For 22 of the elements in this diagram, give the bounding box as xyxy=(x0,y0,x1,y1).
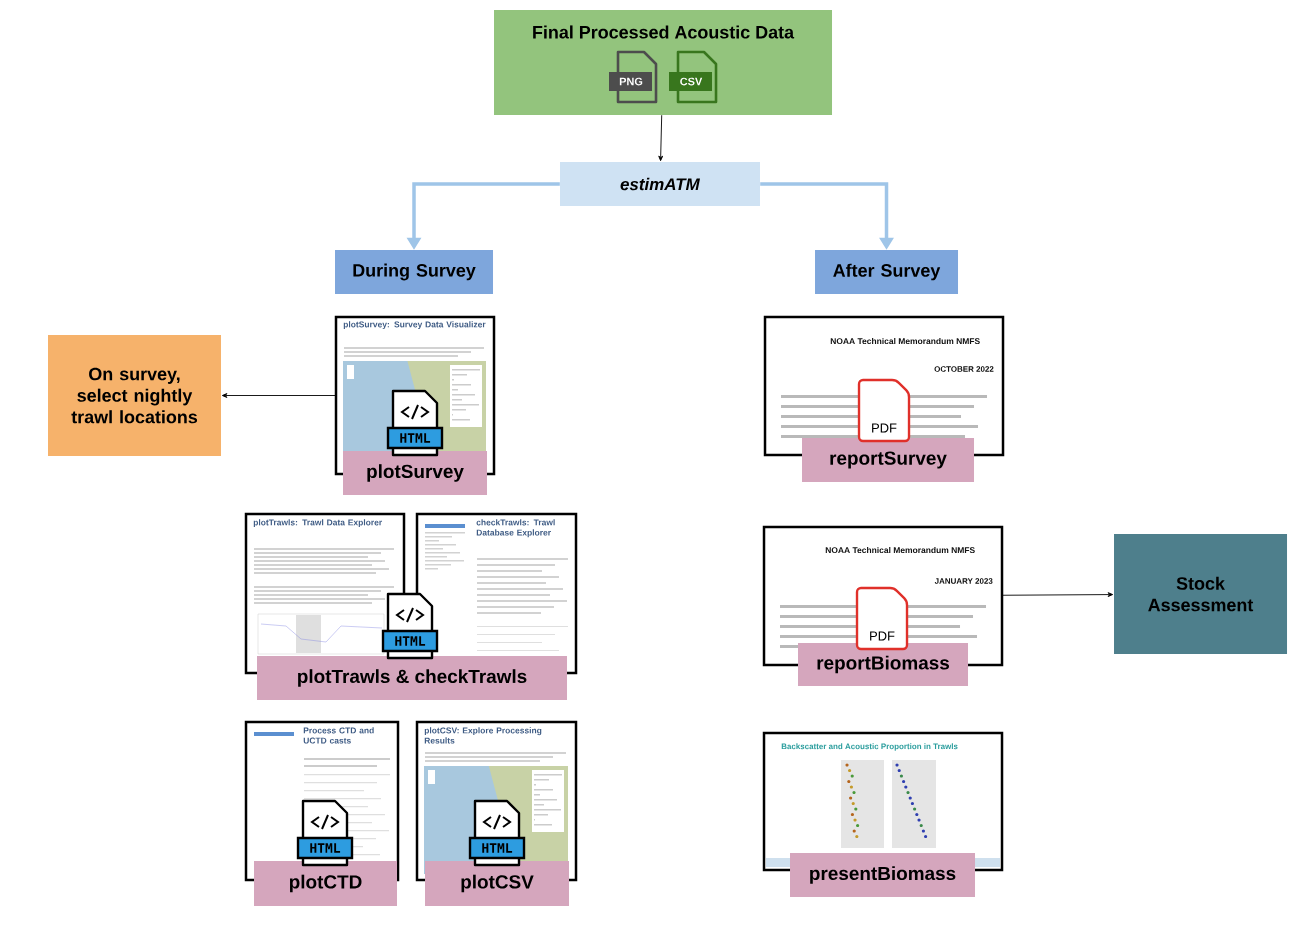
page-heading: plotCSV: Explore Processing Results xyxy=(424,727,542,744)
page-heading: NOAA Technical Memorandum NMFS xyxy=(830,337,980,345)
name-tag: reportSurvey xyxy=(802,438,974,482)
page-heading: plotSurvey: Survey Data Visualizer xyxy=(343,321,486,330)
outcome-box: Stock Assessment xyxy=(1114,534,1287,654)
name-tag: plotTrawls & checkTrawls xyxy=(257,656,567,700)
name-tag: plotCTD xyxy=(254,861,397,906)
page-heading: checkTrawls: Trawl Database Explorer xyxy=(476,519,555,538)
page-heading: NOAA Technical Memorandum NMFS xyxy=(825,546,975,554)
phase-box: After Survey xyxy=(815,250,958,294)
tool-box: estimATM xyxy=(560,162,760,206)
name-tag: reportBiomass xyxy=(798,643,968,686)
outcome-box: On survey, select nightly trawl locations xyxy=(48,335,221,456)
phase-box: During Survey xyxy=(335,250,493,294)
name-tag: presentBiomass xyxy=(790,853,975,897)
name-tag: plotSurvey xyxy=(343,451,487,495)
name-tag: plotCSV xyxy=(425,861,569,906)
arrow xyxy=(658,114,664,162)
page-heading: plotTrawls: Trawl Data Explorer xyxy=(253,519,382,528)
arrow xyxy=(221,393,337,398)
arrow xyxy=(1001,592,1114,597)
page-heading: Process CTD and UCTD casts xyxy=(303,727,374,744)
